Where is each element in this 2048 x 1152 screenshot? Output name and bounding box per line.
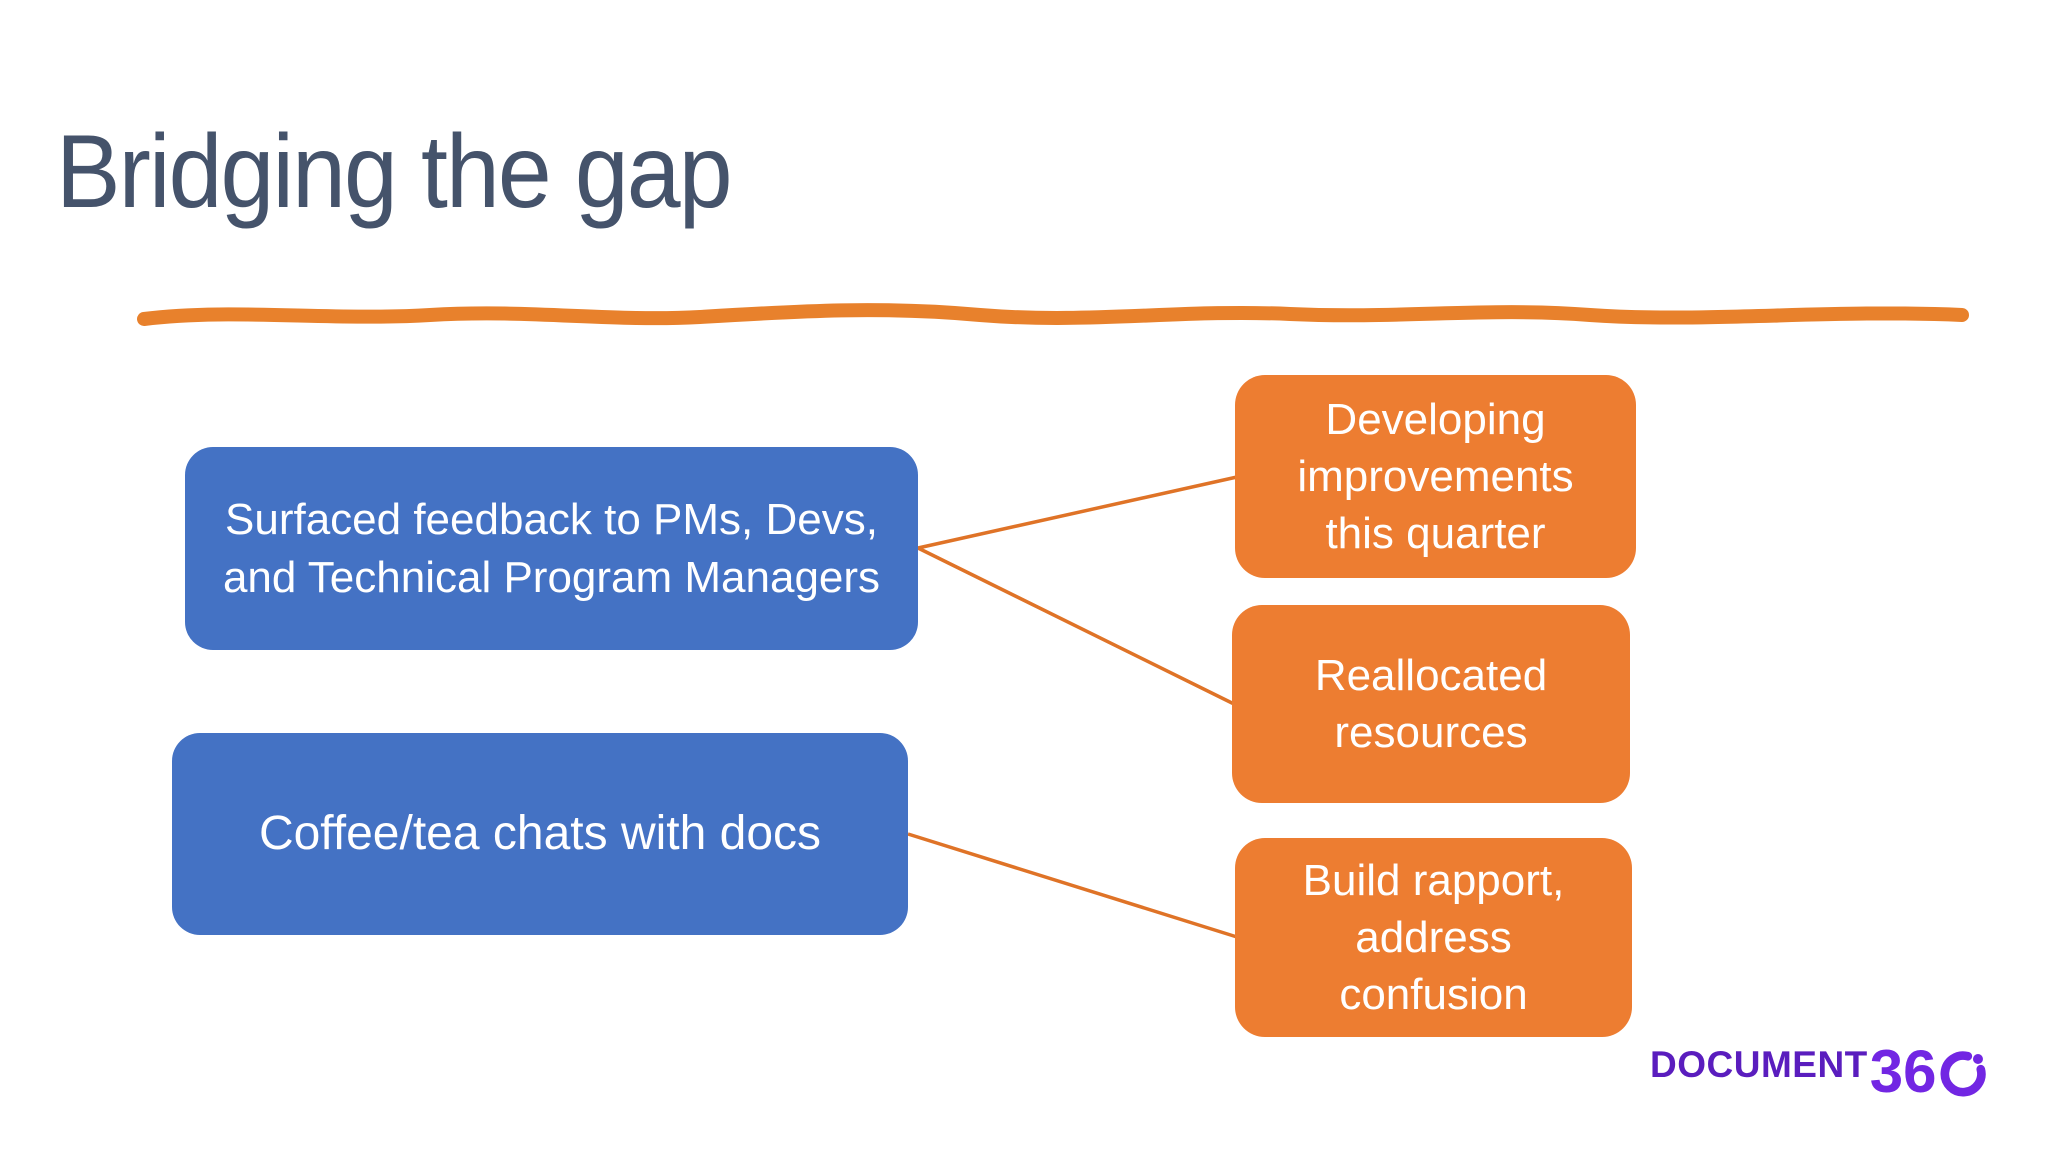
node-surfaced-feedback: Surfaced feedback to PMs, Devs, and Tech… bbox=[185, 447, 918, 650]
node-reallocated-resources-label: Reallocated resources bbox=[1314, 650, 1548, 757]
logo-number: 36 bbox=[1869, 1038, 1937, 1106]
node-developing-improvements-label: Developing improvements this quarter bbox=[1297, 394, 1574, 559]
document360-logo: DOCUMENT 36 bbox=[1650, 1038, 1990, 1106]
node-build-rapport: Build rapport, address confusion bbox=[1235, 838, 1632, 1037]
node-reallocated-resources: Reallocated resources bbox=[1232, 605, 1630, 803]
page-title: Bridging the gap bbox=[56, 114, 733, 230]
node-coffee-tea-chats: Coffee/tea chats with docs bbox=[172, 733, 908, 935]
connector-line-3 bbox=[907, 832, 1238, 939]
node-surfaced-feedback-label: Surfaced feedback to PMs, Devs, and Tech… bbox=[222, 495, 881, 602]
node-coffee-tea-chats-label: Coffee/tea chats with docs bbox=[258, 806, 822, 860]
connector-line-2 bbox=[917, 546, 1235, 706]
node-build-rapport-label: Build rapport, address confusion bbox=[1302, 855, 1565, 1020]
connector-line-1 bbox=[917, 475, 1238, 550]
logo-zero-icon bbox=[1940, 1051, 1986, 1097]
divider-line bbox=[137, 303, 1969, 326]
logo-word: DOCUMENT bbox=[1650, 1044, 1868, 1085]
node-developing-improvements: Developing improvements this quarter bbox=[1235, 375, 1636, 578]
